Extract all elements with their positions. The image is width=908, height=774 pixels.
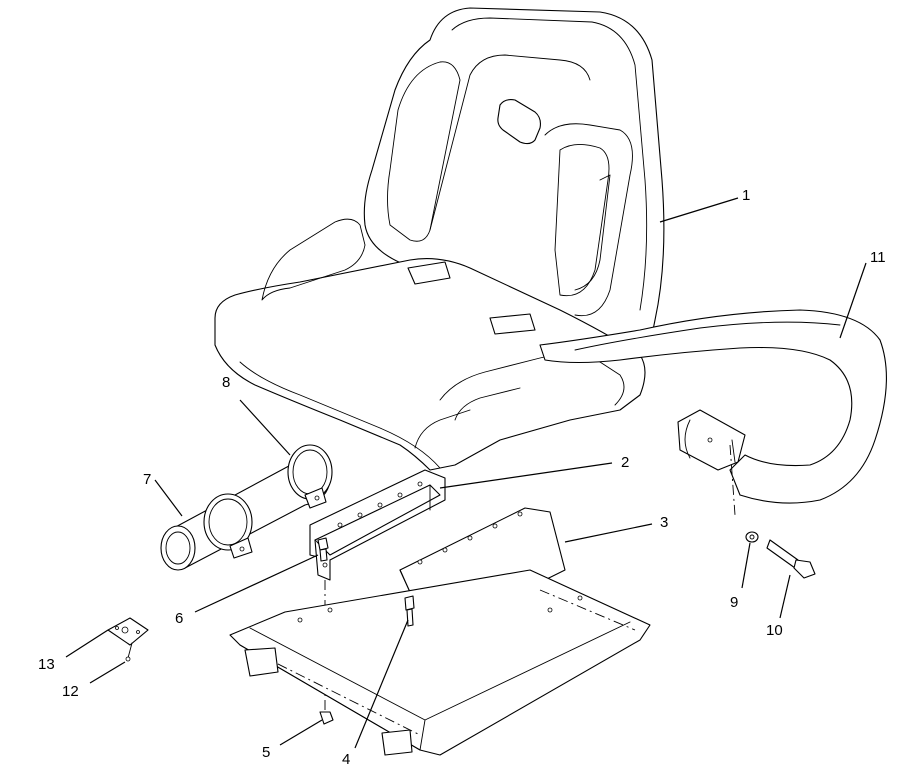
callout-12: 12 [62,683,79,700]
callout-7: 7 [143,471,152,488]
callout-9: 9 [730,594,739,611]
callout-3: 3 [660,514,669,531]
callout-2: 2 [621,454,630,471]
tube-clamp-front [203,493,253,559]
seat-belt [539,309,887,504]
callout-1: 1 [742,187,751,204]
seat-cushion [214,218,646,471]
callout-10: 10 [766,622,783,639]
callout-13: 13 [38,656,55,673]
callout-5: 5 [262,744,271,761]
nut [319,711,334,725]
washer [745,531,759,543]
callout-6: 6 [175,610,184,627]
seat-switch [107,617,149,662]
callout-11: 11 [870,249,886,266]
seat-base-plate [229,569,651,756]
tube-clamp-rear [287,444,333,509]
callout-8: 8 [222,374,231,391]
leader-lines [65,197,867,749]
screw [317,537,329,562]
belt-bolt [766,539,816,579]
callout-4: 4 [342,751,351,768]
